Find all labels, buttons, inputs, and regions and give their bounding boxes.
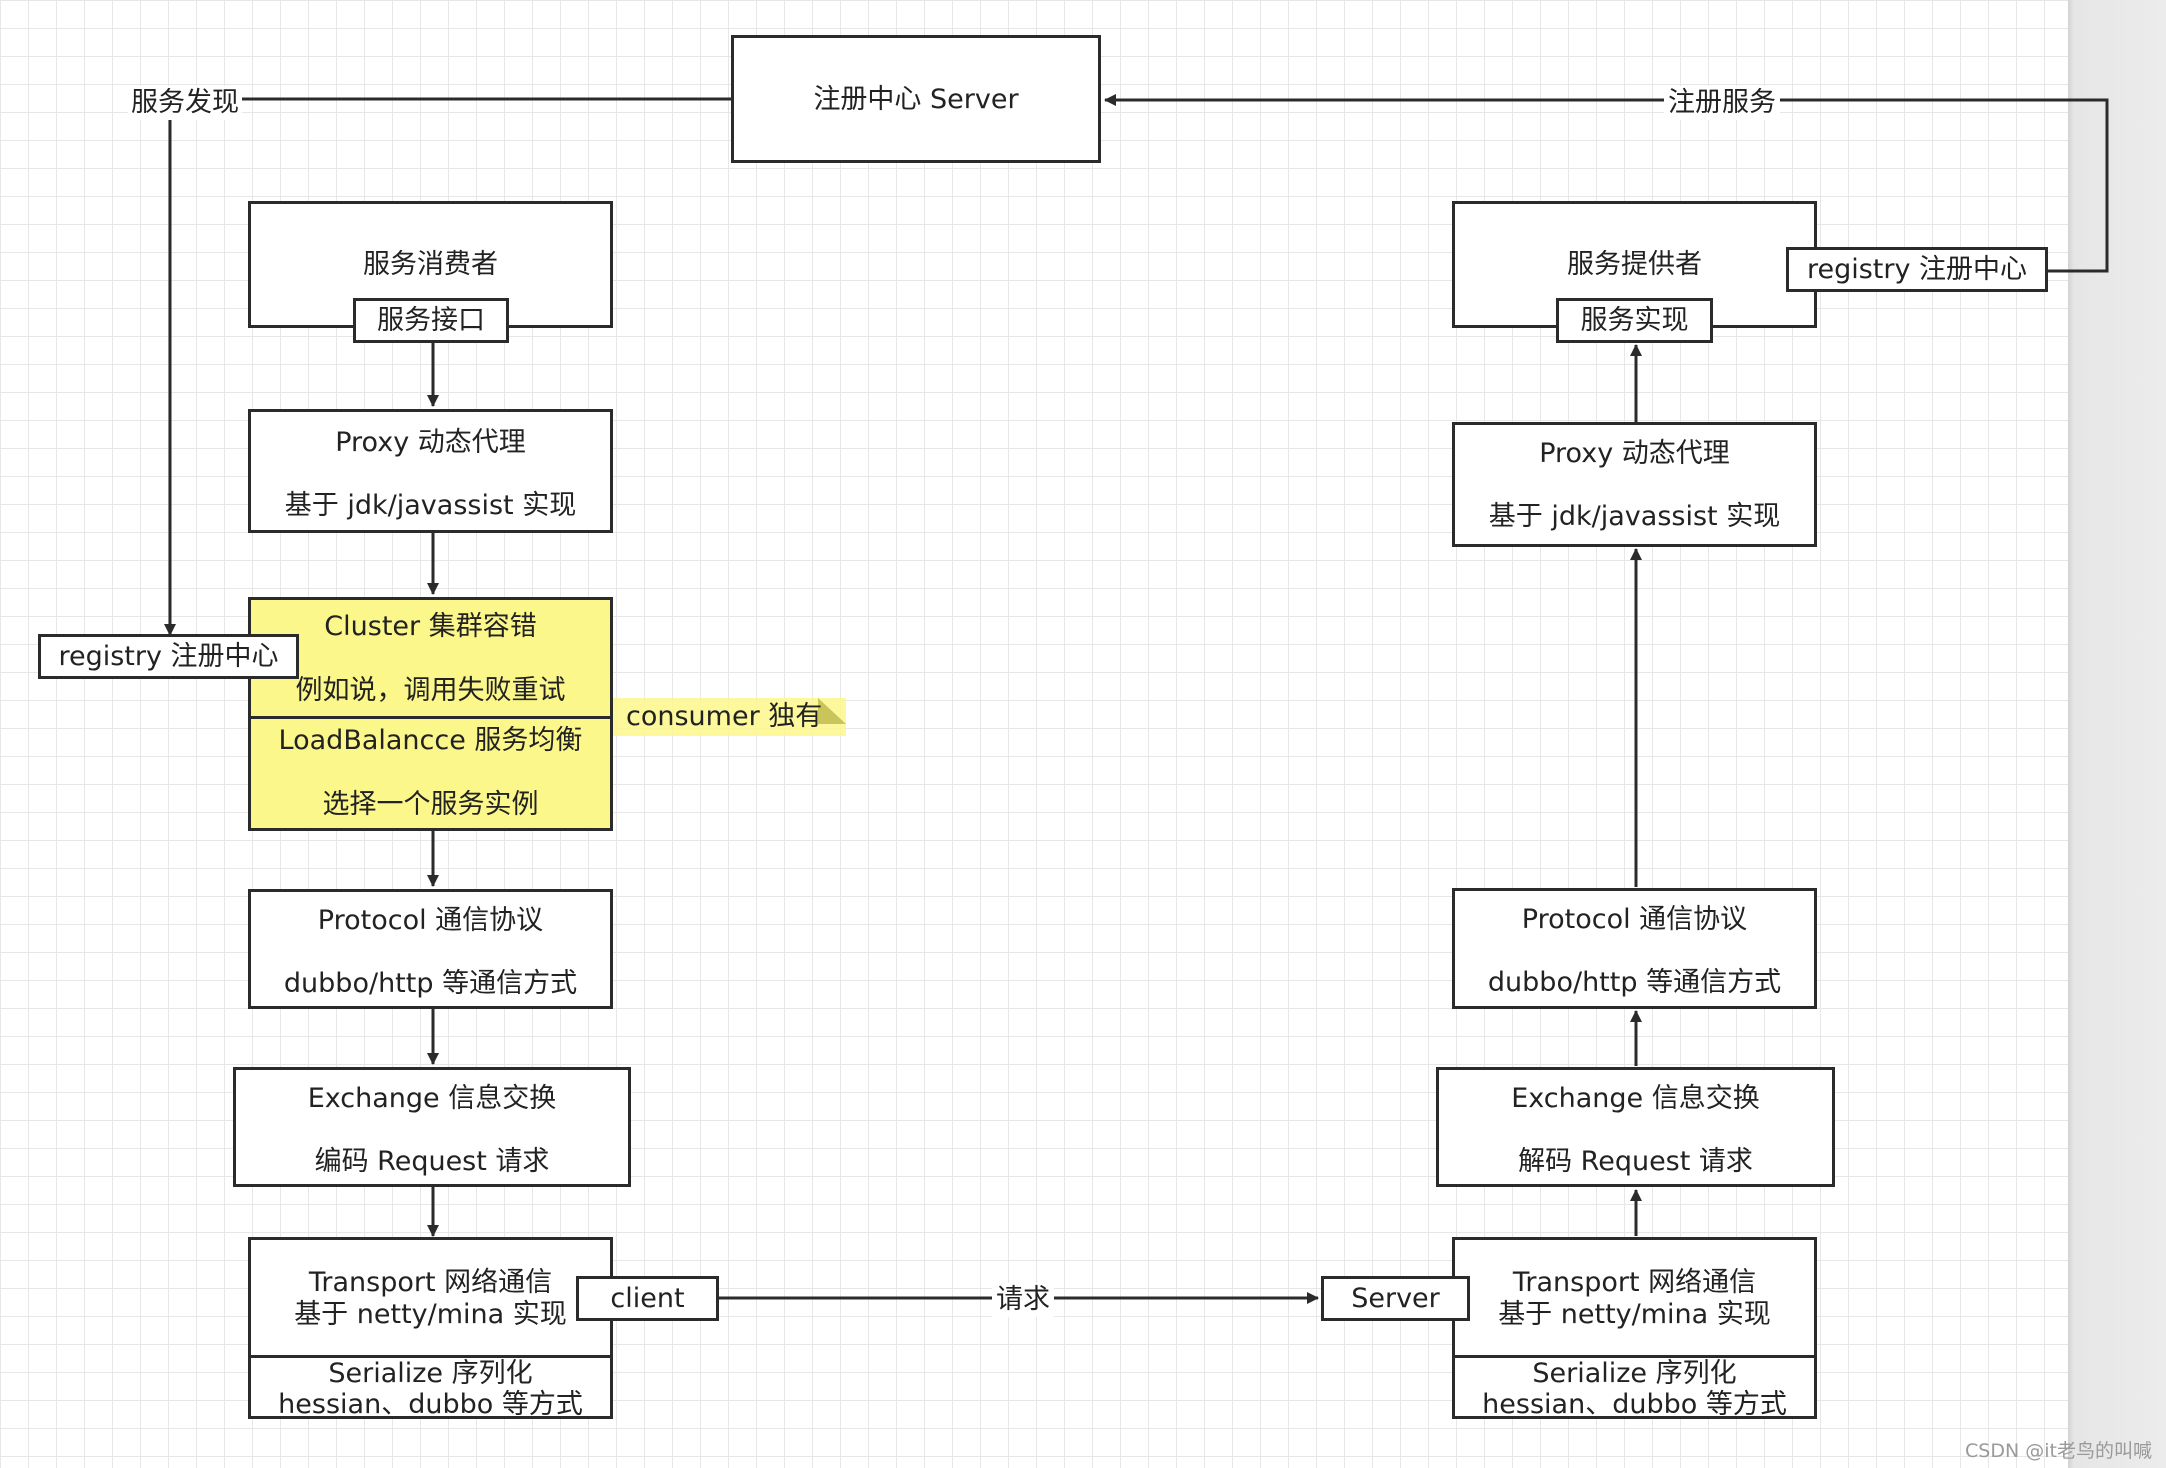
provider-impl-tag: 服务实现 [1556,298,1713,343]
consumer-transport-divider [251,1355,610,1358]
consumer-proxy-box: Proxy 动态代理 基于 jdk/javassist 实现 [248,409,613,533]
label-register-service: 注册服务 [1664,86,1780,120]
provider-transport-box: Transport 网络通信 基于 netty/mina 实现 Serializ… [1452,1237,1817,1420]
provider-serialize-line1: Serialize 序列化 [1532,1358,1737,1389]
consumer-lb-line2: 选择一个服务实例 [322,789,539,820]
consumer-exchange-line1: Exchange 信息交换 [307,1083,557,1114]
provider-title: 服务提供者 [1567,249,1702,280]
right-panel-edge [2068,0,2166,1468]
consumer-transport-line2: 基于 netty/mina 实现 [294,1299,567,1330]
provider-proxy-line1: Proxy 动态代理 [1539,438,1730,469]
consumer-cluster-box: Cluster 集群容错 例如说，调用失败重试 LoadBalancce 服务均… [248,597,613,831]
consumer-interface-tag: 服务接口 [353,298,509,343]
edge-service-discovery [164,97,731,636]
client-tag: client [576,1276,719,1321]
provider-protocol-line1: Protocol 通信协议 [1521,904,1748,935]
provider-protocol-line2: dubbo/http 等通信方式 [1487,967,1782,998]
label-request: 请求 [992,1283,1054,1317]
consumer-serialize-line1: Serialize 序列化 [328,1358,533,1389]
provider-exchange-line1: Exchange 信息交换 [1511,1083,1760,1114]
provider-transport-divider [1455,1355,1814,1358]
consumer-protocol-line2: dubbo/http 等通信方式 [283,968,578,999]
consumer-proxy-line1: Proxy 动态代理 [335,427,526,458]
registry-server-box: 注册中心 Server [731,35,1101,163]
consumer-exchange-box: Exchange 信息交换 编码 Request 请求 [233,1067,631,1187]
consumer-exchange-line2: 编码 Request 请求 [314,1146,550,1177]
provider-registry-tag: registry 注册中心 [1786,247,2048,292]
consumer-cluster-line2: 例如说，调用失败重试 [295,675,566,706]
provider-exchange-box: Exchange 信息交换 解码 Request 请求 [1436,1067,1835,1187]
consumer-title: 服务消费者 [363,249,498,280]
registry-server-label: 注册中心 Server [813,84,1019,115]
consumer-lb-line1: LoadBalancce 服务均衡 [278,725,583,756]
provider-proxy-line2: 基于 jdk/javassist 实现 [1488,501,1781,532]
consumer-proxy-line2: 基于 jdk/javassist 实现 [284,490,577,521]
label-service-discovery: 服务发现 [128,86,242,120]
server-tag: Server [1321,1276,1470,1321]
consumer-cluster-line1: Cluster 集群容错 [324,611,537,642]
provider-transport-line1: Transport 网络通信 [1512,1267,1757,1298]
consumer-registry-tag: registry 注册中心 [38,634,299,679]
provider-transport-line2: 基于 netty/mina 实现 [1498,1299,1771,1330]
edge-register-service [1104,94,2109,273]
consumer-transport-line1: Transport 网络通信 [308,1267,553,1298]
consumer-transport-box: Transport 网络通信 基于 netty/mina 实现 Serializ… [248,1237,613,1420]
provider-proxy-box: Proxy 动态代理 基于 jdk/javassist 实现 [1452,422,1817,547]
provider-serialize-line2: hessian、dubbo 等方式 [1482,1389,1787,1420]
consumer-protocol-line1: Protocol 通信协议 [317,905,544,936]
provider-protocol-box: Protocol 通信协议 dubbo/http 等通信方式 [1452,888,1817,1009]
provider-exchange-line2: 解码 Request 请求 [1518,1146,1753,1177]
cluster-divider [251,716,610,719]
consumer-serialize-line2: hessian、dubbo 等方式 [278,1389,583,1420]
consumer-note-label: consumer 独有 [626,701,823,732]
watermark: CSDN @it老鸟的叫喊 [1965,1440,2152,1462]
consumer-protocol-box: Protocol 通信协议 dubbo/http 等通信方式 [248,889,613,1009]
